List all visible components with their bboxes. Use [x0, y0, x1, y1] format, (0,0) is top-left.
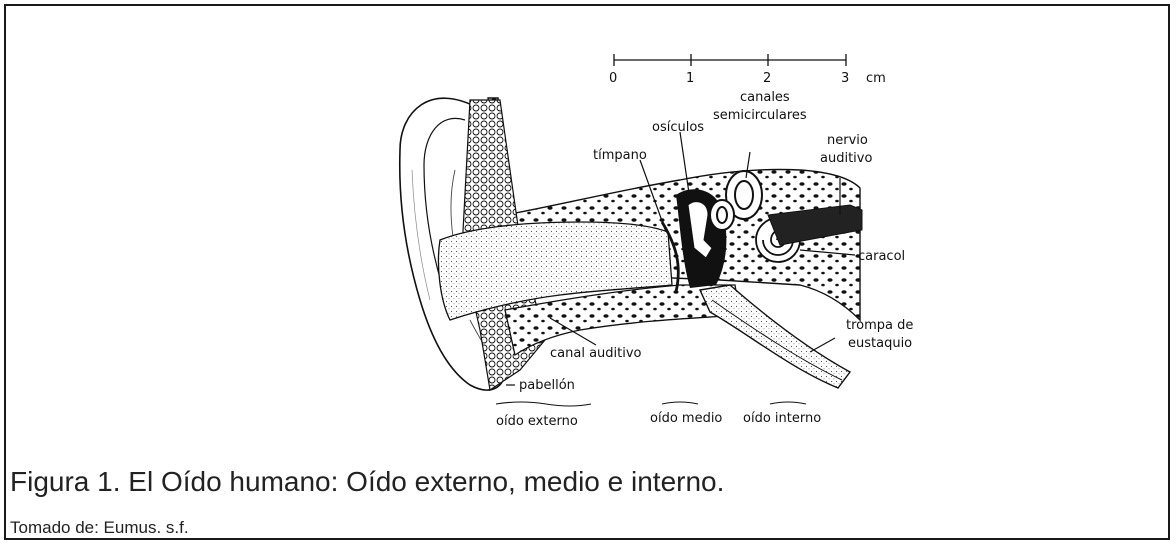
label-pabellon: pabellón	[519, 378, 575, 393]
label-nervio-auditivo: auditivo	[820, 151, 872, 166]
label-trompa-de-eustaquio: eustaquio	[848, 336, 912, 351]
scale-tick-label: 0	[609, 71, 617, 86]
scale-tick-label: 2	[763, 71, 771, 86]
scale-tick-label: 1	[686, 71, 694, 86]
label-canal-auditivo: canal auditivo	[550, 346, 642, 361]
scale-bar: 0 1 2 3 cm	[609, 54, 886, 86]
figure-source: Tomado de: Eumus. s.f.	[10, 518, 189, 538]
region-oido-interno: oído interno	[743, 411, 821, 426]
label-caracol: caracol	[858, 249, 905, 264]
figure-caption: Figura 1. El Oído humano: Oído externo, …	[10, 466, 724, 498]
ear-anatomy-diagram: 0 1 2 3 cm	[0, 0, 1176, 440]
label-canales-semicirculares: semicirculares	[713, 108, 807, 123]
label-timpano: tímpano	[593, 148, 647, 163]
scale-tick-label: 3	[841, 71, 849, 86]
label-osiculos: osículos	[652, 120, 704, 135]
label-trompa-de-eustaquio: trompa de	[846, 318, 913, 333]
scale-unit: cm	[866, 71, 886, 86]
label-canales-semicirculares: canales	[740, 90, 790, 105]
region-oido-externo: oído externo	[496, 414, 578, 429]
region-braces	[496, 402, 806, 406]
label-nervio-auditivo: nervio	[827, 133, 868, 148]
region-oido-medio: oído medio	[650, 411, 722, 426]
